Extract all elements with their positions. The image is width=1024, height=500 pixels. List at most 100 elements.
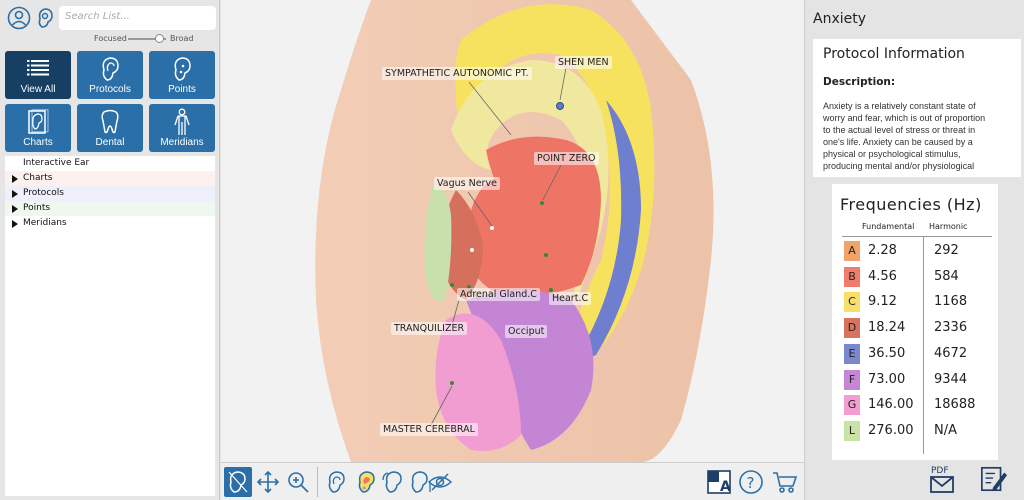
- point-shen-men[interactable]: [556, 102, 564, 110]
- tile-label: Charts: [23, 137, 53, 148]
- ear-color-icon[interactable]: [352, 467, 380, 497]
- harmonic-value: 584: [934, 268, 959, 284]
- zone-l[interactable]: [424, 185, 452, 301]
- edit-notes-button[interactable]: [980, 463, 1008, 495]
- tile-view-all[interactable]: View All: [5, 51, 71, 99]
- tree-item-protocols[interactable]: Protocols: [5, 186, 215, 201]
- tree-item-meridians[interactable]: Meridians: [5, 216, 215, 231]
- point-unnamed[interactable]: [490, 226, 494, 230]
- slider-track[interactable]: [128, 38, 166, 40]
- label-master-cerebral[interactable]: MASTER CEREBRAL: [380, 423, 478, 436]
- harmonic-value: 18688: [934, 397, 976, 413]
- search-input[interactable]: Search List...: [59, 6, 216, 30]
- label-point-zero[interactable]: POINT ZERO: [534, 152, 599, 165]
- zone-e[interactable]: [581, 100, 641, 357]
- label-shen-men[interactable]: SHEN MEN: [555, 56, 612, 69]
- label-occiput[interactable]: Occiput: [505, 325, 548, 338]
- zone-d[interactable]: [440, 190, 483, 300]
- frequency-key: L: [844, 420, 860, 441]
- point-master-cerebral[interactable]: [450, 381, 454, 385]
- harmonic-value: 292: [934, 243, 959, 258]
- fundamental-value: 36.50: [868, 345, 906, 361]
- cart-icon[interactable]: [771, 467, 799, 497]
- harmonic-value: 9344: [934, 371, 968, 387]
- frequencies-title: Frequencies (Hz): [840, 195, 982, 214]
- fundamental-value: 2.28: [868, 243, 897, 258]
- harmonic-value: 1168: [934, 294, 968, 310]
- frequency-key: D: [844, 318, 860, 339]
- description-text: Anxiety is a relatively constant state o…: [823, 101, 986, 171]
- tile-label: Protocols: [89, 84, 131, 95]
- zone-c[interactable]: [455, 4, 655, 360]
- point-heart-c[interactable]: [549, 288, 553, 292]
- ear-icon: [102, 57, 119, 81]
- point-tranquilizer[interactable]: [450, 283, 454, 287]
- harmonic-value: 2336: [934, 320, 968, 336]
- ear-search-icon[interactable]: [33, 6, 57, 30]
- list-icon: [27, 60, 49, 76]
- zone-g[interactable]: [435, 313, 521, 451]
- tile-protocols[interactable]: Protocols: [77, 51, 143, 99]
- ear-chart-icon: [28, 109, 49, 134]
- point-point-zero[interactable]: [540, 201, 544, 205]
- tile-label: Points: [168, 84, 196, 95]
- tree-item-charts[interactable]: Charts: [5, 171, 215, 186]
- zone-c-light[interactable]: [451, 60, 609, 300]
- expand-arrow-icon[interactable]: [12, 220, 18, 228]
- tile-label: Meridians: [160, 137, 204, 148]
- user-icon[interactable]: [7, 6, 31, 30]
- fundamental-value: 276.00: [868, 422, 914, 438]
- ear-outline-icon[interactable]: [322, 467, 350, 497]
- fundamental-value: 146.00: [868, 397, 914, 413]
- chart-a-icon[interactable]: A: [705, 467, 733, 497]
- harmonic-value: N/A: [934, 422, 957, 438]
- point-heart[interactable]: [544, 253, 548, 257]
- expand-arrow-icon[interactable]: [12, 190, 18, 198]
- zoom-icon[interactable]: [284, 467, 312, 497]
- point-unnamed[interactable]: [470, 248, 474, 252]
- label-heart[interactable]: Heart.C: [549, 292, 592, 305]
- ear-rotate-icon[interactable]: [379, 467, 407, 497]
- ear-3d-viewer[interactable]: SYMPATHETIC AUTONOMIC PT. SHEN MEN POINT…: [221, 0, 804, 462]
- label-vagus-nerve[interactable]: Vagus Nerve: [434, 177, 500, 190]
- expand-arrow-icon[interactable]: [12, 205, 18, 213]
- label-adrenal-gland[interactable]: Adrenal Gland.C: [457, 288, 540, 301]
- toolbar-divider: [317, 467, 318, 497]
- tree-item-interactive-ear[interactable]: Interactive Ear: [5, 156, 215, 171]
- move-icon[interactable]: [254, 467, 282, 497]
- frequency-row[interactable]: L 276.00 N/A: [844, 420, 994, 442]
- zone-f[interactable]: [466, 290, 594, 450]
- tile-meridians[interactable]: Meridians: [149, 104, 215, 152]
- label-sympathetic[interactable]: SYMPATHETIC AUTONOMIC PT.: [382, 67, 532, 80]
- ear-select-icon[interactable]: [224, 467, 252, 497]
- protocol-info-card[interactable]: Protocol Information Description: Anxiet…: [813, 39, 1021, 177]
- tile-charts[interactable]: Charts: [5, 104, 71, 152]
- tree-item-points[interactable]: Points: [5, 201, 215, 216]
- tile-label: Dental: [95, 137, 125, 148]
- label-tranquilizer[interactable]: TRANQUILIZER: [391, 322, 468, 335]
- tile-dental[interactable]: Dental: [77, 104, 143, 152]
- fundamental-value: 9.12: [868, 294, 897, 310]
- pdf-email-button[interactable]: PDF: [929, 463, 957, 495]
- svg-text:A: A: [720, 479, 731, 495]
- expand-arrow-icon[interactable]: [12, 175, 18, 183]
- description-heading: Description:: [823, 76, 896, 88]
- table-divider: [842, 236, 992, 237]
- zone-b[interactable]: [466, 136, 601, 297]
- ear-model[interactable]: [221, 0, 804, 462]
- tile-points[interactable]: Points: [149, 51, 215, 99]
- pdf-label: PDF: [931, 466, 949, 476]
- help-icon[interactable]: ?: [737, 467, 765, 497]
- right-panel: Anxiety Protocol Information Description…: [804, 0, 1024, 500]
- slider-thumb[interactable]: [155, 34, 165, 43]
- hide-icon[interactable]: [426, 467, 454, 497]
- focus-slider[interactable]: Focused Broad: [0, 32, 220, 46]
